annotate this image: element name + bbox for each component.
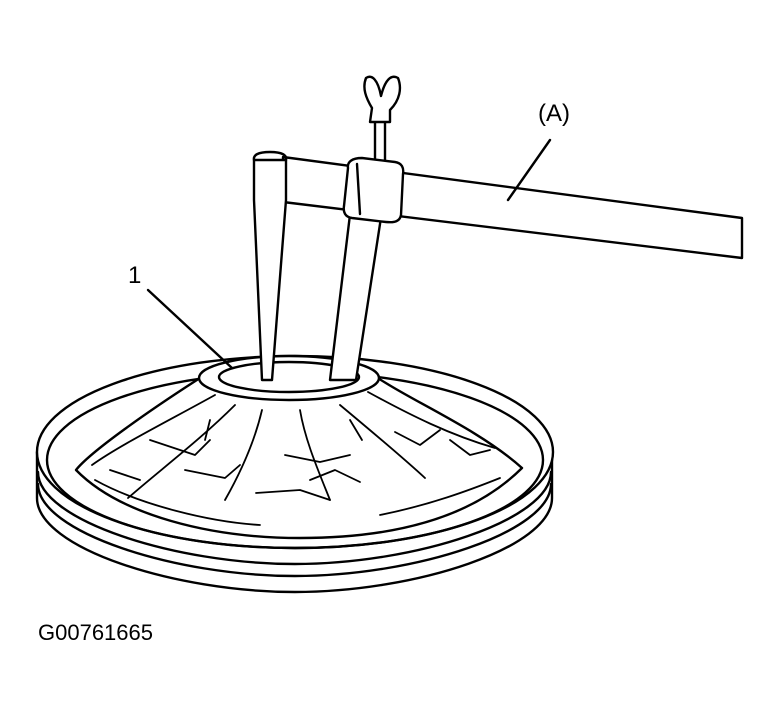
puller-movable-jaw xyxy=(328,196,386,382)
puller-tool xyxy=(252,75,744,382)
figure-id: G00761665 xyxy=(38,620,153,645)
puller-fixed-jaw xyxy=(252,158,288,382)
tool-label-a: (A) xyxy=(538,100,570,127)
puller-slide-collar xyxy=(342,156,405,224)
hub-bushing-inner xyxy=(217,360,361,394)
leader-line-a xyxy=(506,138,552,202)
pulley xyxy=(35,354,555,594)
leader-line-1 xyxy=(146,288,234,370)
wing-nut xyxy=(363,75,402,124)
part-label-1: 1 xyxy=(128,262,142,289)
